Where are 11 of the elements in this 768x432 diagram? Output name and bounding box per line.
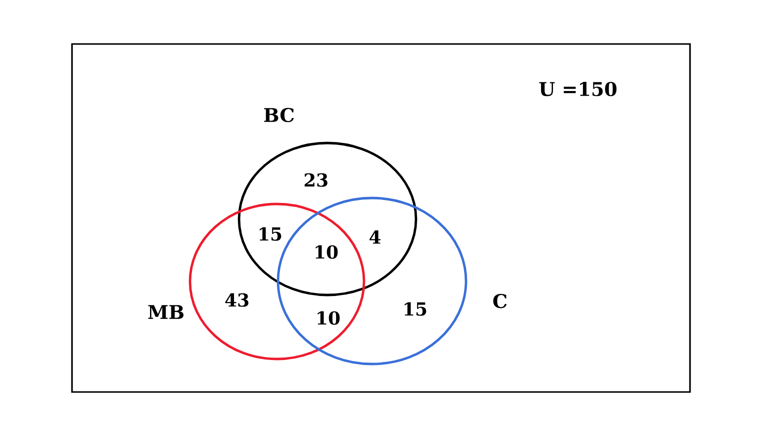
set-label: C [493, 294, 507, 308]
region-count: 23 [304, 173, 328, 187]
region-count: 10 [316, 245, 338, 259]
region-count: 15 [404, 302, 426, 316]
region-count: 15 [260, 227, 282, 241]
region-count: 10 [318, 311, 340, 325]
universe-label: U =150 [539, 82, 616, 96]
region-count: 4 [369, 230, 381, 244]
set-label: BC [264, 108, 294, 122]
region-count: 43 [225, 293, 248, 307]
set-label: MB [148, 305, 184, 319]
